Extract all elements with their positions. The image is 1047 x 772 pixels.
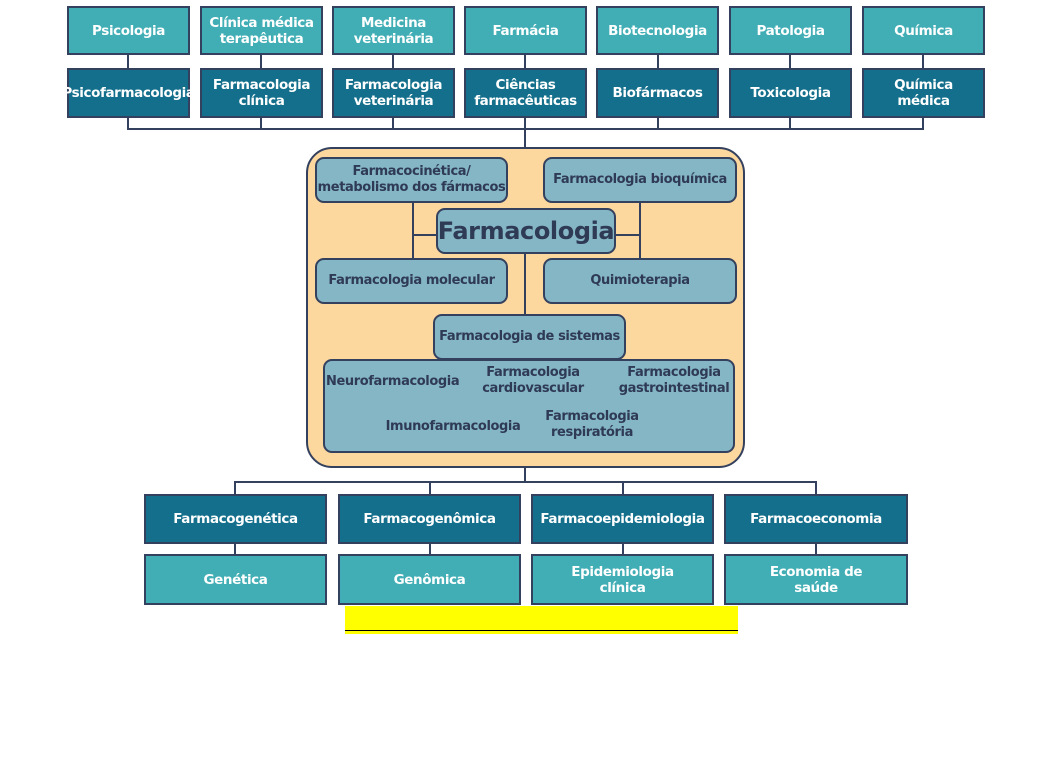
item-farmacologia-gastrointestinal: Farmacologia gastrointestinal — [618, 365, 730, 396]
connector — [815, 544, 817, 555]
item-farmacologia-cardiovascular: Farmacologia cardiovascular — [482, 365, 584, 396]
connector — [789, 118, 791, 130]
connector — [524, 55, 526, 68]
connector — [524, 118, 526, 148]
sub-box-farmacologia-veterinaria: Farmacologia veterinária — [332, 68, 455, 118]
item-imunofarmacologia: Imunofarmacologia — [385, 419, 521, 434]
sub-box-toxicologia: Toxicologia — [729, 68, 852, 118]
connector — [260, 55, 262, 68]
connector — [657, 118, 659, 130]
connector — [392, 118, 394, 130]
connector — [622, 481, 624, 495]
top-bus-line — [127, 128, 924, 130]
field-box-genetica: Genética — [144, 554, 327, 605]
connector — [922, 55, 924, 68]
field-box-genomica: Genômica — [338, 554, 521, 605]
connector — [392, 55, 394, 68]
connector — [127, 55, 129, 68]
connector — [815, 481, 817, 495]
field-box-economia-saude: Economia de saúde — [724, 554, 908, 605]
box-farmacologia-sistemas: Farmacologia de sistemas — [433, 314, 626, 360]
sub-box-quimica-medica: Química médica — [862, 68, 985, 118]
connector — [524, 254, 526, 316]
connector — [922, 118, 924, 130]
item-farmacologia-respiratoria: Farmacologia respiratória — [545, 409, 639, 440]
field-box-biotecnologia: Biotecnologia — [596, 6, 719, 55]
connector — [412, 234, 437, 236]
field-box-medicina-veterinaria: Medicina veterinária — [332, 6, 455, 55]
highlight-underline — [345, 630, 738, 631]
box-systems-list — [323, 359, 735, 453]
box-quimioterapia: Quimioterapia — [543, 258, 737, 304]
field-box-patologia: Patologia — [729, 6, 852, 55]
box-farmacologia-molecular: Farmacologia molecular — [315, 258, 508, 304]
sub-box-farmacoepidemiologia: Farmacoepidemiologia — [531, 494, 714, 544]
connector — [234, 481, 236, 495]
box-farmacocinetica: Farmacocinética/ metabolismo dos fármaco… — [315, 157, 508, 203]
field-box-psicologia: Psicologia — [67, 6, 190, 55]
connector — [234, 544, 236, 555]
box-farmacologia-title: Farmacologia — [436, 208, 616, 254]
connector — [657, 55, 659, 68]
connector — [639, 203, 641, 260]
sub-box-farmacogenetica: Farmacogenética — [144, 494, 327, 544]
item-neurofarmacologia: Neurofarmacologia — [326, 374, 460, 389]
bottom-bus-line — [234, 481, 817, 483]
sub-box-farmacologia-clinica: Farmacologia clínica — [200, 68, 323, 118]
sub-box-biofarmacos: Biofármacos — [596, 68, 719, 118]
connector — [429, 544, 431, 555]
connector — [127, 118, 129, 130]
connector — [622, 544, 624, 555]
highlight-bar — [345, 606, 738, 634]
connector — [789, 55, 791, 68]
box-farmacologia-bioquimica: Farmacologia bioquímica — [543, 157, 737, 203]
sub-box-farmacoeconomia: Farmacoeconomia — [724, 494, 908, 544]
connector — [260, 118, 262, 130]
connector — [524, 468, 526, 482]
field-box-farmacia: Farmácia — [464, 6, 587, 55]
connector — [615, 234, 640, 236]
connector — [412, 200, 414, 260]
connector — [429, 481, 431, 495]
sub-box-psicofarmacologia: Psicofarmacologia — [62, 68, 195, 118]
field-box-clinica-medica: Clínica médica terapêutica — [200, 6, 323, 55]
sub-box-ciencias-farmaceuticas: Ciências farmacêuticas — [464, 68, 587, 118]
field-box-epidemiologia-clinica: Epidemiologia clínica — [531, 554, 714, 605]
field-box-quimica: Química — [862, 6, 985, 55]
sub-box-farmacogenomica: Farmacogenômica — [338, 494, 521, 544]
